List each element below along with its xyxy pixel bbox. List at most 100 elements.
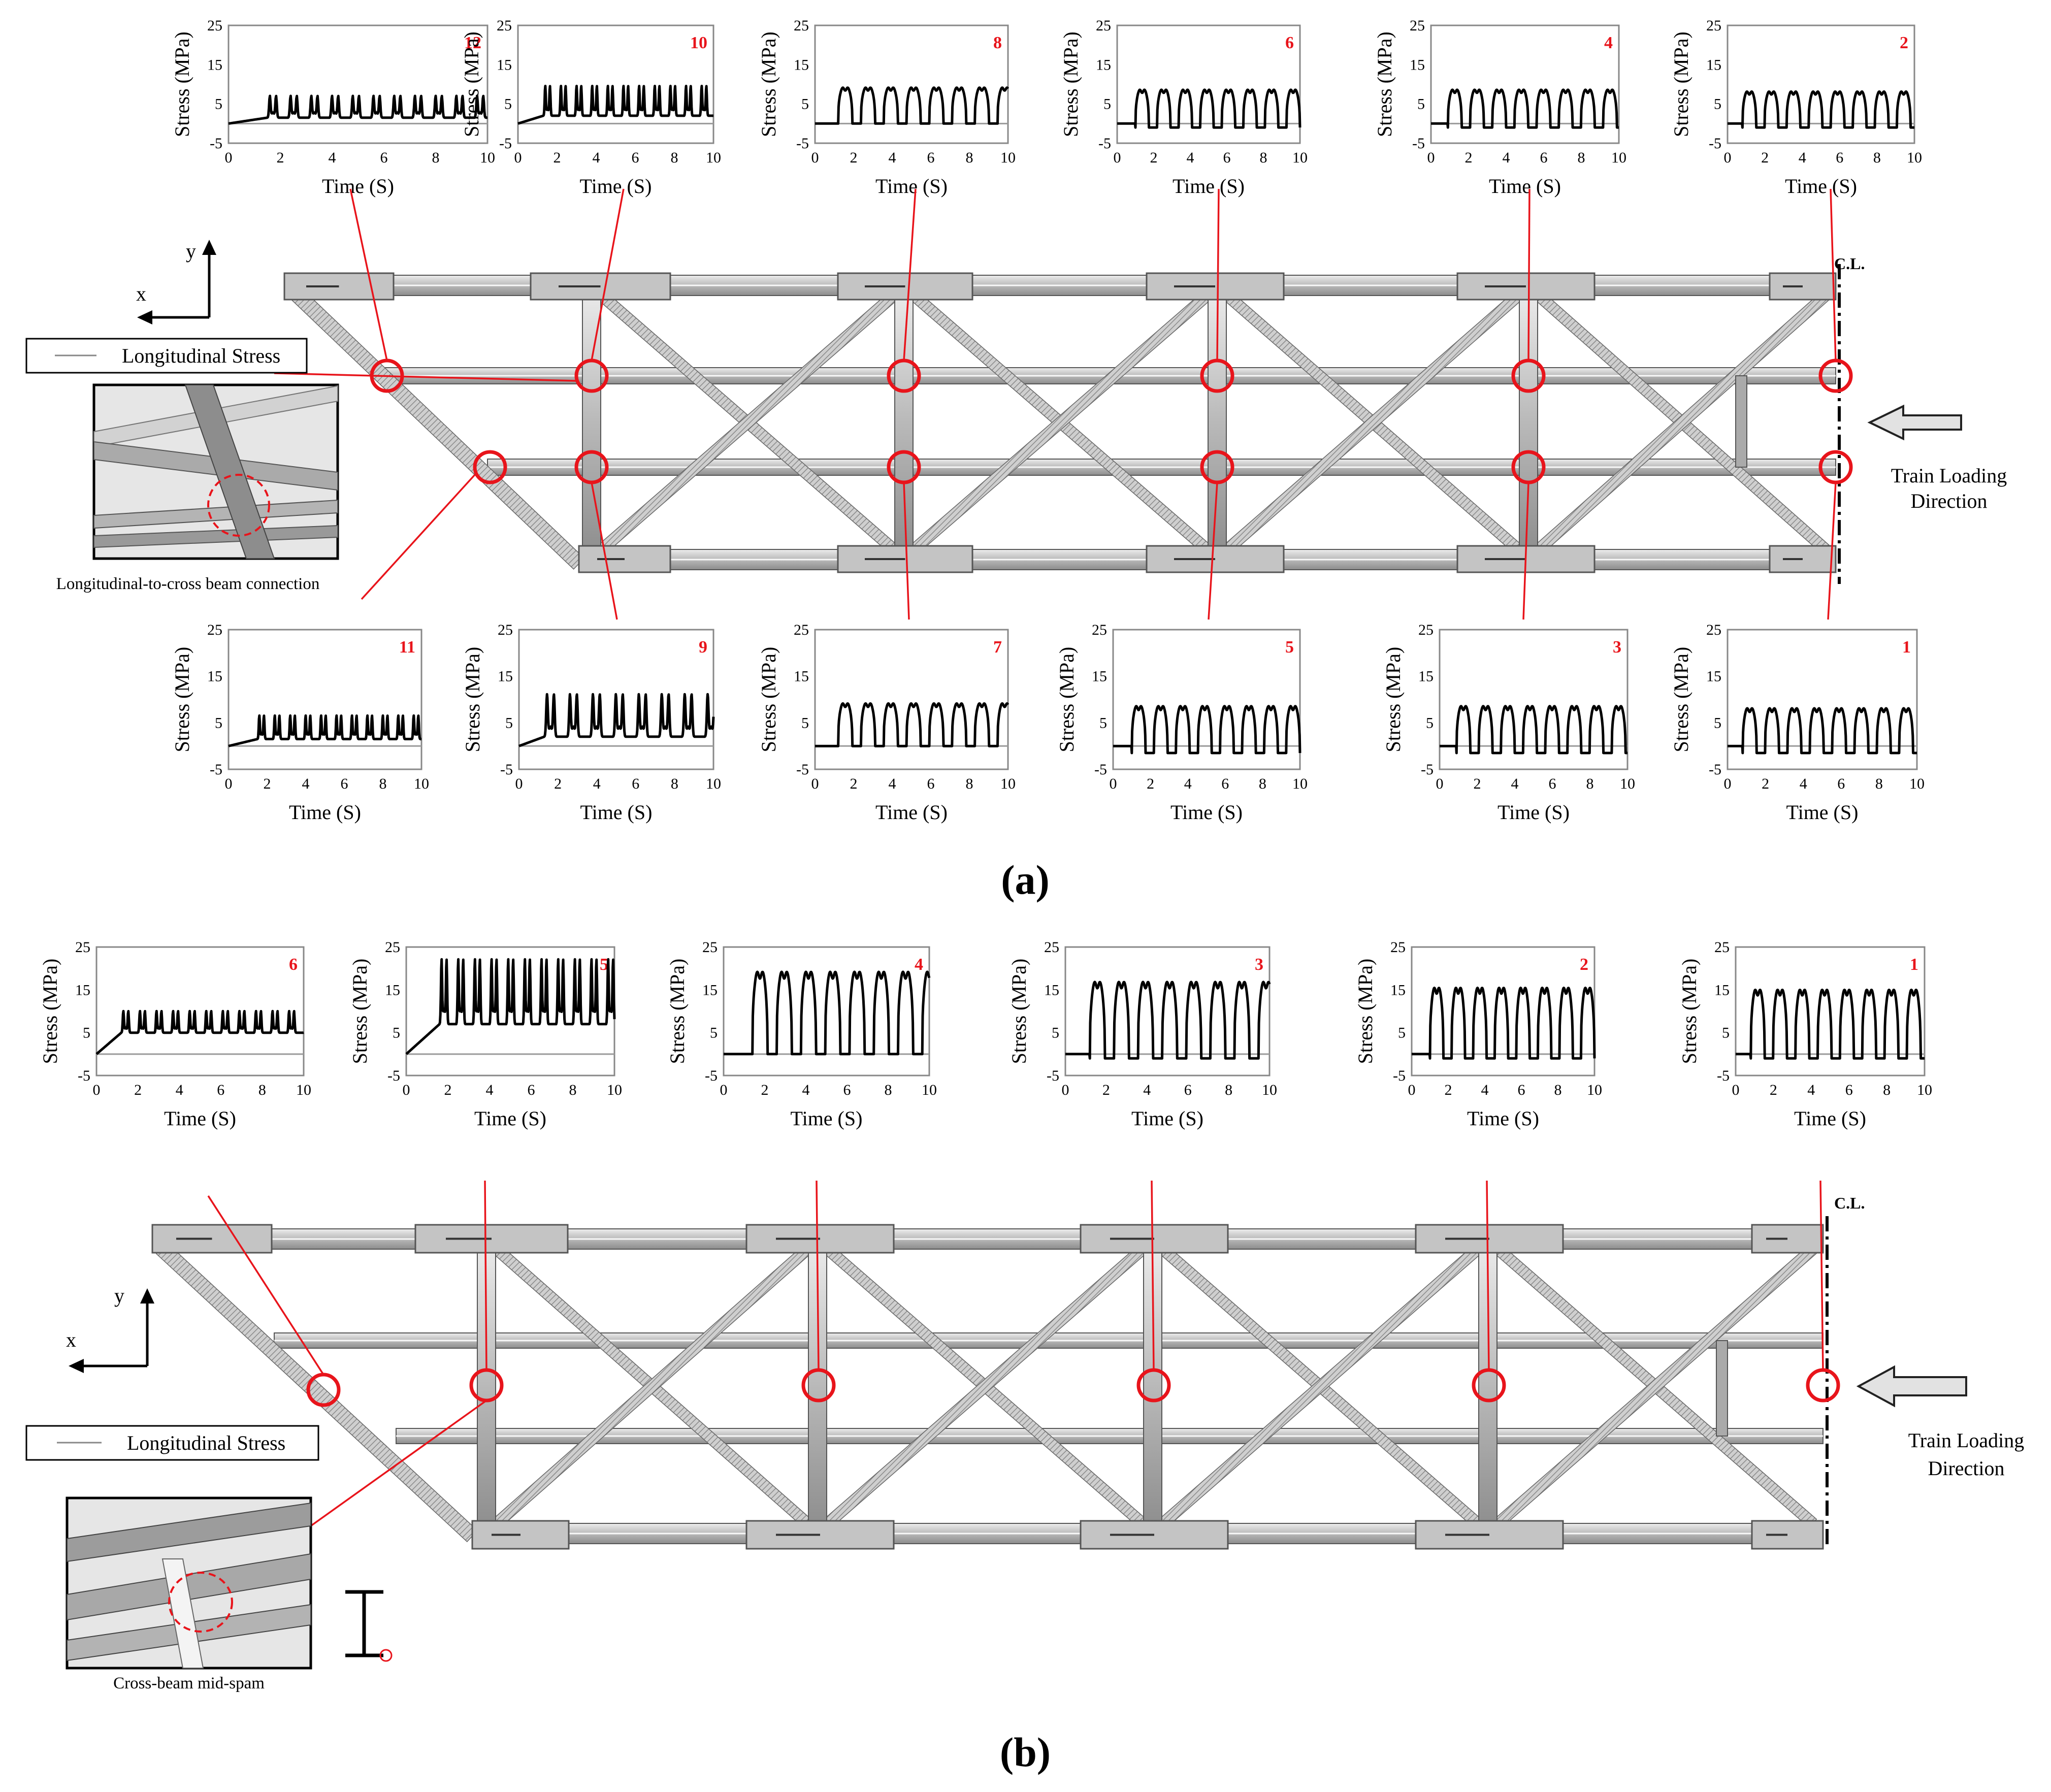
x-tick-label: 2 — [1474, 775, 1481, 792]
y-tick-label: -5 — [1047, 1067, 1059, 1084]
y-axis-label: Stress (MPa) — [757, 647, 780, 753]
x-tick-label: 4 — [802, 1082, 810, 1098]
i-beam-glyph — [345, 1590, 393, 1662]
stress-series-line — [227, 94, 489, 125]
leader-line — [1522, 482, 1529, 620]
leader-line — [816, 1180, 820, 1371]
y-axis-label: Stress (MPa) — [1382, 647, 1405, 753]
chart-id-label: 3 — [1255, 955, 1263, 974]
leader-line — [1527, 188, 1531, 361]
y-tick-label: 5 — [710, 1025, 718, 1041]
y-axis-label: Stress (MPa) — [1007, 959, 1030, 1064]
x-tick-label: 2 — [850, 149, 858, 166]
plot-frame — [227, 24, 489, 144]
panel-b-y-label: y — [114, 1284, 124, 1307]
stress-series-line — [814, 702, 1010, 747]
y-axis-label: Stress (MPa) — [1670, 647, 1692, 753]
panel-b-train-label-2: Direction — [1928, 1457, 2004, 1480]
y-tick-label: 25 — [207, 622, 222, 638]
x-tick-label: 8 — [885, 1082, 892, 1098]
y-tick-label: -5 — [387, 1067, 400, 1084]
x-tick-label: 4 — [889, 775, 896, 792]
x-tick-label: 10 — [1587, 1082, 1602, 1098]
y-tick-label: 15 — [75, 982, 90, 998]
panel-b-legend: Longitudinal Stress — [25, 1425, 319, 1461]
plot-frame — [814, 629, 1009, 770]
x-tick-label: 2 — [761, 1082, 769, 1098]
y-tick-label: -5 — [1412, 135, 1425, 152]
y-axis-label: Stress (MPa) — [460, 31, 483, 137]
y-tick-label: -5 — [1709, 135, 1721, 152]
leader-line — [1827, 482, 1837, 620]
x-tick-label: 8 — [1554, 1082, 1562, 1098]
y-tick-label: 25 — [75, 939, 90, 956]
y-tick-label: 5 — [1103, 96, 1111, 113]
panel-b-structure — [151, 1180, 1840, 1583]
x-tick-label: 8 — [671, 149, 678, 166]
y-tick-label: -5 — [1717, 1067, 1730, 1084]
x-tick-label: 2 — [1150, 149, 1158, 166]
y-tick-label: -5 — [1393, 1067, 1406, 1084]
y-axis-label: Stress (MPa) — [1354, 959, 1377, 1064]
x-tick-label: 6 — [1845, 1082, 1853, 1098]
y-tick-label: 5 — [1099, 714, 1107, 731]
stress-series-line — [1112, 705, 1301, 755]
x-tick-label: 2 — [277, 149, 284, 166]
gusset-plate — [745, 1224, 895, 1254]
y-tick-label: 5 — [1426, 714, 1434, 731]
y-tick-label: 5 — [801, 96, 809, 113]
y-tick-label: 5 — [1052, 1025, 1059, 1041]
leader-line — [1151, 1180, 1155, 1371]
x-tick-label: 0 — [1724, 149, 1732, 166]
panel-a-label: (a) — [1001, 857, 1050, 903]
x-axis-label: Time (S) — [1173, 175, 1245, 198]
stress-series-line — [95, 1009, 305, 1055]
x-tick-label: 8 — [1875, 775, 1883, 792]
plot-frame — [814, 24, 1009, 144]
y-axis-label: Stress (MPa) — [1059, 31, 1082, 137]
measurement-point — [473, 450, 507, 484]
chart-id-label: 4 — [1604, 34, 1613, 52]
x-tick-label: 6 — [632, 775, 639, 792]
chart-id-label: 9 — [699, 638, 707, 657]
x-tick-label: 0 — [1732, 1082, 1740, 1098]
y-axis-label: Stress (MPa) — [348, 959, 371, 1064]
x-tick-label: 2 — [850, 775, 858, 792]
panel-a-train-arrow: Train Loading Direction — [1867, 404, 2007, 512]
x-tick-label: 2 — [554, 149, 561, 166]
panel-b-centerline-label: C.L. — [1834, 1194, 1865, 1212]
x-axis-label: Time (S) — [1170, 801, 1243, 824]
x-tick-label: 0 — [1062, 1082, 1069, 1098]
leader-line — [274, 372, 577, 382]
x-tick-label: 2 — [1147, 775, 1154, 792]
y-tick-label: 25 — [498, 622, 513, 638]
x-axis-label: Time (S) — [875, 175, 948, 198]
x-tick-label: 0 — [1114, 149, 1121, 166]
y-tick-label: 25 — [1418, 622, 1434, 638]
leader-line — [903, 482, 910, 620]
x-tick-label: 10 — [480, 149, 495, 166]
x-tick-label: 0 — [720, 1082, 728, 1098]
y-axis-label: Stress (MPa) — [1055, 647, 1078, 753]
x-tick-label: 6 — [1223, 149, 1231, 166]
y-axis-label: Stress (MPa) — [1670, 31, 1692, 137]
leader-line — [207, 1195, 324, 1375]
panel-a-inset: Longitudinal-to-cross beam connection — [56, 383, 339, 593]
x-tick-label: 6 — [341, 775, 348, 792]
x-axis-label: Time (S) — [791, 1107, 863, 1130]
chart-id-label: 7 — [993, 638, 1002, 657]
x-tick-label: 8 — [966, 775, 973, 792]
y-tick-label: 15 — [794, 56, 809, 73]
panel-a-axes-glyph: y x — [136, 240, 216, 324]
chart-id-label: 12 — [464, 34, 481, 52]
y-tick-label: 15 — [702, 982, 718, 998]
leader-line — [349, 188, 388, 361]
x-tick-label: 6 — [380, 149, 388, 166]
x-tick-label: 4 — [1481, 1082, 1489, 1098]
